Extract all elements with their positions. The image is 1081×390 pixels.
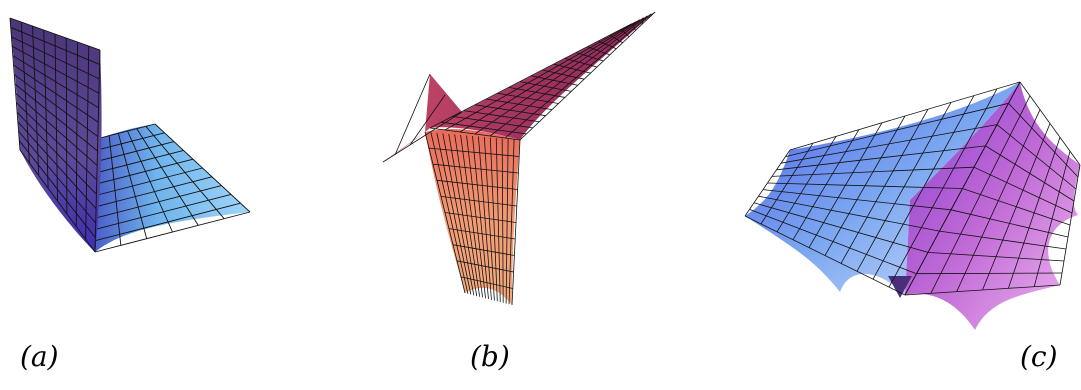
mesh-line (1059, 164, 1081, 286)
mesh-line (542, 69, 585, 80)
mesh-line (609, 34, 623, 44)
mesh-line (117, 133, 148, 239)
mesh-line (497, 92, 559, 104)
mesh-line (553, 63, 591, 74)
caption-c: (c) (1020, 340, 1058, 373)
mesh-line (489, 15, 648, 137)
surface-c-right (905, 82, 1080, 330)
surface-a-wall (10, 18, 102, 252)
mesh-line (432, 163, 519, 174)
mesh-line (382, 111, 463, 163)
mesh-line (460, 276, 513, 289)
mesh-line (85, 45, 90, 240)
mesh-line (888, 88, 998, 288)
mesh-line (459, 19, 640, 133)
mesh-line (760, 142, 814, 225)
mesh-line (808, 122, 883, 248)
panel-a-surface (9, 17, 251, 253)
mesh-line (1007, 137, 1061, 289)
mesh-line (824, 115, 906, 256)
mesh-line (154, 123, 251, 213)
surface-b-front (425, 129, 520, 305)
mesh-line (428, 147, 520, 157)
panel-b-surface (382, 11, 656, 306)
mesh-line (744, 149, 791, 217)
mesh-line (136, 128, 199, 226)
caption-a: (a) (20, 340, 59, 373)
mesh-line (127, 130, 173, 233)
mesh-line (776, 136, 837, 233)
mesh-line (587, 46, 610, 56)
mesh-line (145, 126, 225, 219)
mesh-line (564, 58, 598, 68)
mesh-line (436, 179, 518, 190)
mesh-line (75, 41, 78, 227)
panel-c-surface (744, 81, 1081, 330)
mesh-line (65, 37, 68, 214)
mesh-line (840, 109, 929, 264)
mesh-line (32, 25, 40, 176)
mesh-line (982, 123, 1051, 291)
mesh-line (444, 21, 637, 131)
mesh-line (904, 81, 1021, 296)
mesh-line (1033, 151, 1071, 287)
mesh-line (409, 94, 446, 146)
surface-c-left (745, 82, 1020, 295)
mesh-line (576, 52, 604, 62)
mesh-line (598, 40, 617, 50)
mesh-line (519, 11, 656, 141)
mesh-line (504, 13, 652, 139)
mesh-line (792, 129, 860, 240)
mesh-line (440, 196, 517, 207)
mesh-line (43, 29, 49, 189)
mesh-line (474, 17, 644, 135)
mesh-line (956, 109, 1041, 292)
mesh-line (452, 244, 515, 256)
surface-c-tip (888, 276, 912, 298)
mesh-line (429, 23, 633, 129)
mesh-line (456, 260, 514, 273)
mesh-line (531, 75, 578, 86)
mesh-line (444, 212, 517, 223)
mesh-line (519, 81, 572, 92)
mesh-line (856, 102, 952, 272)
mesh-line (108, 135, 122, 246)
mesh-line (930, 95, 1031, 294)
mesh-line (94, 49, 101, 253)
mesh-line (54, 33, 58, 202)
mesh-line (394, 73, 431, 156)
mesh-line (508, 87, 565, 98)
surface-a-floor (95, 124, 250, 252)
mesh-line (20, 21, 30, 163)
mesh-line (9, 17, 21, 151)
mesh-line (872, 95, 975, 280)
caption-b: (b) (470, 340, 510, 373)
mesh-line (448, 228, 516, 240)
